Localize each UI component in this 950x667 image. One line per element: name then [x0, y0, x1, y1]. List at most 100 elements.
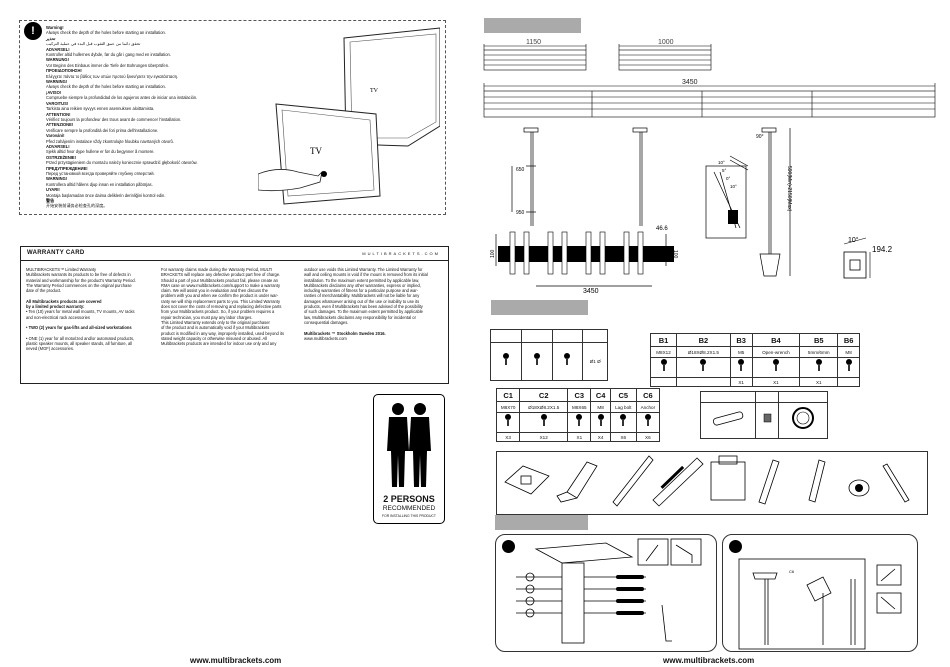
part-bolt-a1: [490, 342, 522, 381]
hardware-table-d: [700, 391, 828, 439]
dim-3450-bottom: 3450: [583, 288, 599, 294]
part-code: B4: [751, 333, 801, 347]
warning-heading: ATTENTION!: [46, 111, 71, 117]
warranty-text-line: • ONE (1) year for all motorized and/or …: [26, 335, 135, 341]
warning-line: تحقق دائما من عمق الثقوب قبل البدء في عم…: [46, 41, 141, 47]
part-code: B2: [676, 333, 731, 347]
warranty-text-line: repair technician, you must pay any labo…: [161, 314, 253, 320]
warning-heading: ADVARSEL!: [46, 143, 70, 149]
step-2-illustration: C6: [738, 558, 902, 650]
warning-heading: VAROITUS!: [46, 100, 69, 106]
part-code: C6: [635, 388, 661, 402]
part-description: Ø18XØ8.2X1.5: [676, 346, 731, 358]
warning-box: [19, 20, 446, 215]
table-a-head-2: [520, 329, 553, 343]
two-persons-icon: [387, 403, 431, 487]
part-description: M8: [837, 346, 860, 358]
part-description: Open-wrench: [751, 346, 801, 358]
part-code: B3: [729, 333, 753, 347]
part-quantity: X6: [635, 432, 661, 442]
step-1-illustration: [516, 538, 702, 644]
warranty-brand: MULTIBRACKETS.COM: [362, 251, 440, 256]
part-code: B1: [649, 333, 678, 347]
dim-5: 5°: [722, 168, 727, 173]
warning-heading: WARNING!: [46, 79, 68, 85]
warning-heading: ATTENZIONE!: [46, 122, 74, 128]
warranty-text-line: Multibrackets products are intended for …: [161, 341, 277, 347]
footer-url-left[interactable]: www.multibrackets.com: [190, 656, 282, 665]
part-description: M8X12: [649, 346, 678, 358]
part-icon: [649, 357, 678, 378]
warranty-text-line: www.multibrackets.com: [304, 335, 347, 341]
persons-recommended: RECOMMENDED: [382, 505, 436, 512]
warranty-column-3: outdoor use voids this Limited Warranty.…: [304, 267, 428, 341]
warning-line: Compruebe siempre la profundidad de los …: [46, 95, 198, 101]
warning-heading: تحذير: [46, 35, 56, 41]
warning-line: Před zahájením instalace vždy zkontroluj…: [46, 138, 174, 144]
part-code: C4: [590, 388, 611, 402]
warranty-text-line: For warranty claims made during the Warr…: [161, 267, 273, 272]
warning-line: Przed przystąpieniem do montażu należy k…: [46, 160, 198, 166]
part-nut: [754, 402, 780, 439]
dim-100-left: 100: [490, 249, 496, 258]
warranty-text-line: does not cover the costs of removing and…: [161, 304, 282, 310]
warning-line: Vérifiez toujours la profondeur des trou…: [46, 116, 182, 122]
part-quantity: [676, 377, 731, 387]
warranty-text-line: outdoor use voids this Limited Warranty.…: [304, 267, 423, 272]
part-quantity: [649, 377, 678, 387]
warning-line: Vor Beginn des Einbaus immer die Tiefe d…: [46, 62, 170, 68]
warranty-column-2: For warranty claims made during the Warr…: [161, 267, 284, 346]
warranty-text-line: All Multibrackets products are covered: [26, 298, 102, 304]
warning-line: Always check the depth of the holes befo…: [46, 30, 166, 36]
persons-caption: FOR INSTALLING THIS PRODUCT: [382, 514, 436, 518]
warning-heading: WARNUNG!: [46, 57, 69, 63]
dim-10c: 10°: [848, 236, 859, 244]
front-elevation-drawing: 650 950 46.6 100 100 3450: [490, 127, 678, 294]
rail-drawings: 1150 1000 3450: [483, 39, 936, 118]
warranty-text-line: of the product and is automatically void…: [161, 325, 270, 331]
dim-90: 90°: [756, 134, 764, 140]
part-quantity: X3: [495, 432, 521, 442]
warranty-text-line: • Ten (10) years for metal wall mounts, …: [26, 309, 135, 315]
hardware-table-a: Ø1 Ø: [490, 329, 608, 381]
part-quantity: [837, 377, 860, 387]
warning-text-block: Warning!Always check the depth of the ho…: [46, 25, 256, 209]
warranty-text-line: damages whatsoever arising out of the us…: [304, 298, 420, 304]
warning-line: Ελέγχετε πάντα το βάθος των οπών προτού …: [46, 73, 179, 79]
warranty-text-line: Should a part of your Multibrackets prod…: [161, 277, 278, 283]
table-a-head-4: [582, 329, 608, 343]
warranty-text-line: neved (MGF) accessories.: [26, 346, 75, 352]
part-description: M8X70: [495, 401, 521, 413]
section-bar-installation: [495, 515, 588, 530]
warranty-text-line: claim. We will assist you in evaluation …: [161, 288, 268, 294]
part-ring: [778, 402, 828, 439]
warning-heading: ¡AVISO!: [46, 89, 62, 95]
warranty-text-line: from your Multibrackets product. So, if …: [161, 309, 275, 315]
warning-line: Sjekk alltid hvor dype hullene er før du…: [46, 149, 155, 155]
dim-650: 650: [516, 167, 525, 173]
persons-count: 2 PERSONS: [383, 494, 435, 504]
warranty-text-line: BRACKETS will replace any defective prod…: [161, 272, 281, 278]
warning-line: Always check the depth of the holes befo…: [46, 84, 166, 90]
warning-heading: ΠΡΟΕΙΔΟΠΟΙΗΣΗ!: [46, 68, 82, 74]
part-icon: [837, 357, 860, 378]
table-d-head-2: [754, 391, 780, 403]
part-quantity: X4: [590, 432, 611, 442]
part-code: C5: [609, 388, 637, 402]
warranty-header: WARRANTY CARD MULTIBRACKETS.COM: [21, 247, 448, 261]
warranty-text-line: wall and ceiling mounts is void if the m…: [304, 272, 428, 278]
warranty-text-line: stated weight capacity or otherwise misu…: [161, 335, 268, 341]
footer-url-right[interactable]: www.multibrackets.com: [663, 656, 755, 665]
warranty-text-line: • TWO (2) years for gas-lifts and all-si…: [26, 325, 132, 331]
part-quantity: X1: [799, 377, 839, 387]
dim-10a: 10°: [718, 160, 725, 165]
dim-rail-b: 1000: [658, 39, 674, 46]
warranty-text-line: product is modified in any way, improper…: [161, 330, 285, 336]
warranty-text-line: ranties of merchantability. Multibracket…: [304, 293, 420, 299]
part-description: 5mm/6mm: [799, 346, 839, 358]
warranty-text-line: date of the product.: [26, 288, 62, 294]
part-icon: [495, 412, 521, 433]
